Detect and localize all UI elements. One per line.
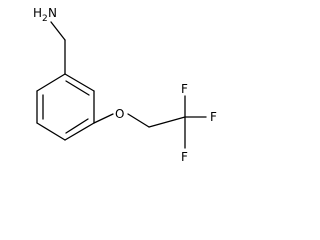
fluorine-bottom-label: F xyxy=(181,150,188,164)
ether-o-label: O xyxy=(115,107,124,121)
bond-ch2-to-cf3 xyxy=(148,116,186,128)
ring-double-bond-inner-2 xyxy=(65,118,89,134)
structure-canvas: H 2 N O F F F xyxy=(33,6,217,164)
ring-bond-c6-c1 xyxy=(36,73,66,92)
ring-bond-c1-c2 xyxy=(64,73,95,92)
bond-o-to-ch2 xyxy=(127,113,150,128)
amine-h-label: H xyxy=(33,6,42,20)
amine-h-count-label: 2 xyxy=(42,14,48,24)
fluorine-right-label: F xyxy=(210,110,217,124)
fluorine-top-label: F xyxy=(181,82,188,96)
ring-bond-c3-c4 xyxy=(64,122,95,141)
ring-double-bond-inner-1 xyxy=(65,80,90,96)
molecule-drawing: H 2 N O F F F xyxy=(33,6,217,164)
ring-bond-c4-c5 xyxy=(36,122,66,141)
amine-n-label: N xyxy=(48,6,57,20)
bond-ch2-to-n xyxy=(50,21,66,41)
bond-ring-to-o xyxy=(93,113,114,124)
